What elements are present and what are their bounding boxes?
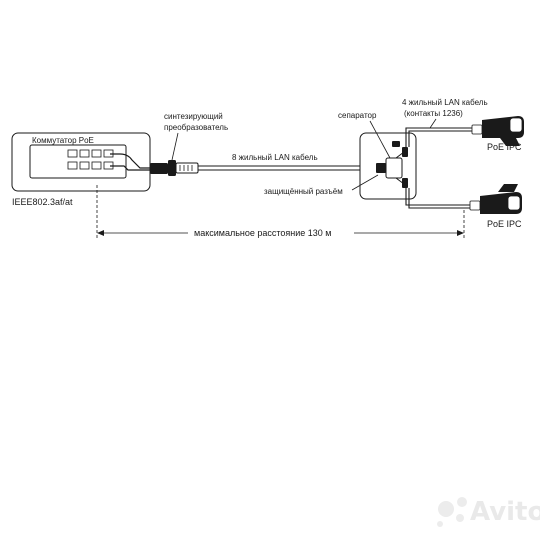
avito-watermark: Avito [437, 497, 540, 527]
switch-port [67, 161, 78, 170]
separator-body [385, 157, 403, 179]
converter-plug-left [150, 163, 168, 174]
cable-8-label: 8 жильный LAN кабель [232, 153, 318, 162]
watermark-logo-dot [457, 497, 467, 507]
separator-box [359, 132, 417, 200]
separator-pointer [369, 120, 391, 159]
distance-arrow-right [457, 230, 464, 236]
cable-4-pointer [429, 118, 437, 129]
camera-top-label: PoE IPC [487, 142, 522, 152]
camera-bottom-icon [469, 184, 522, 214]
watermark-logo-dot [438, 501, 454, 517]
standard-label: IEEE802.3af/at [12, 197, 73, 207]
distance-arrow-left [97, 230, 104, 236]
switch-panel [29, 144, 127, 179]
camera-bottom-label: PoE IPC [487, 219, 522, 229]
cable-4-core-top [405, 127, 480, 147]
distance-dimension [96, 185, 465, 240]
switch-port [79, 149, 90, 158]
separator-out-bottom [402, 178, 408, 188]
protected-connector-pointer [351, 174, 379, 191]
converter-device [150, 160, 199, 176]
protected-connector-label: защищённый разъём [264, 187, 343, 196]
separator-out-top [402, 147, 408, 157]
converter-plug-right [175, 162, 199, 174]
watermark-logo-dot [456, 514, 464, 522]
watermark-text: Avito [470, 497, 540, 527]
switch-port [91, 161, 102, 170]
switch-ports [67, 149, 114, 170]
switch-port [79, 161, 90, 170]
camera-top-icon [471, 116, 524, 146]
cable-8-core [198, 165, 376, 171]
switch-port [91, 149, 102, 158]
cable-4-core-bottom [405, 188, 478, 209]
converter-label-line1: синтезирующий [164, 112, 223, 121]
switch-title: Коммутатор PoE [32, 136, 94, 145]
switch-port [67, 149, 78, 158]
cable-4-label-line2: (контакты 1236) [404, 109, 463, 118]
converter-pointer [171, 132, 179, 161]
separator-input [376, 163, 386, 173]
cable-4-label-line1: 4 жильный LAN кабель [402, 98, 488, 107]
converter-label-line2: преобразователь [164, 123, 228, 132]
poe-switch: Коммутатор PoE [11, 132, 151, 192]
watermark-logo-dot [437, 521, 443, 527]
separator-cap [392, 141, 400, 147]
converter-body [168, 160, 176, 176]
distance-label: максимальное расстояние 130 м [194, 228, 332, 238]
separator-label: сепаратор [338, 111, 377, 120]
